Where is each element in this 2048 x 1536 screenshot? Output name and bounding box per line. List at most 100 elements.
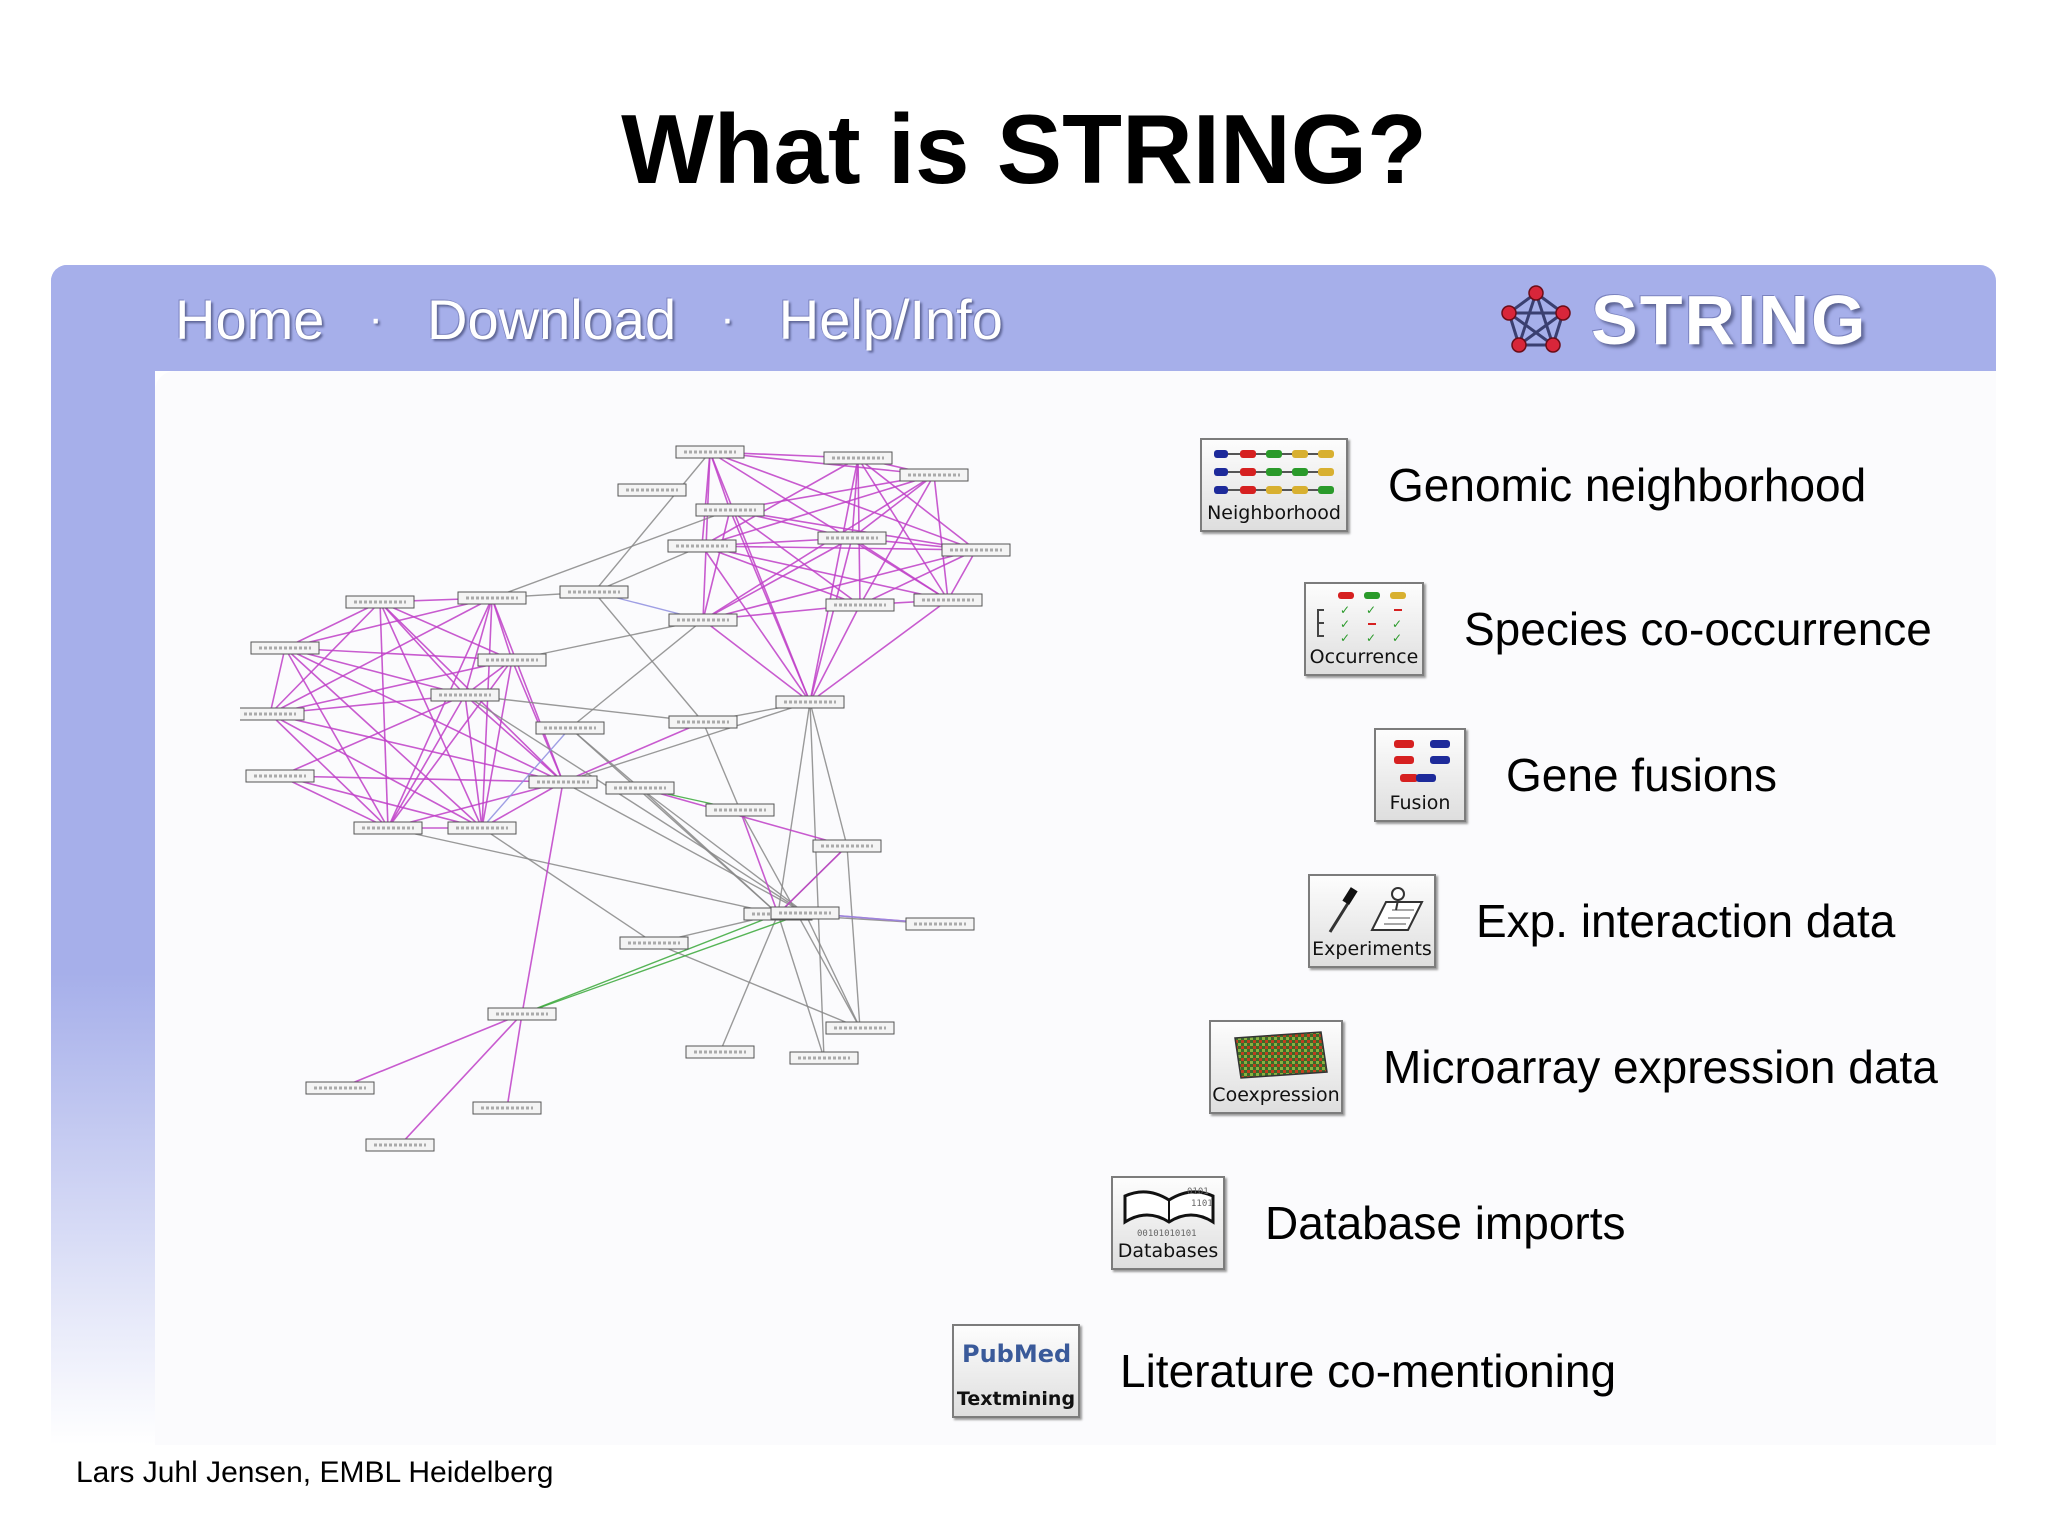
network-edge — [719, 913, 779, 1053]
network-edge — [284, 647, 483, 829]
network-edge — [339, 1013, 523, 1089]
network-edge — [639, 787, 848, 847]
network-edge — [702, 549, 977, 621]
network-edge — [859, 549, 977, 606]
evidence-neighborhood[interactable]: Neighborhood Genomic neighborhood — [1200, 438, 1866, 532]
network-edge — [851, 457, 859, 539]
network-edge — [521, 912, 806, 1015]
pubmed-logo: PubMed — [962, 1340, 1072, 1368]
network-edge — [702, 509, 731, 621]
string-logo-icon — [1501, 285, 1571, 353]
network-edge — [701, 545, 977, 551]
network-edge — [279, 775, 389, 829]
network-edge — [593, 451, 711, 593]
experiments-icon[interactable]: Experiments — [1308, 874, 1436, 968]
network-edge — [511, 659, 564, 783]
network-edge — [284, 647, 564, 783]
network-edge — [639, 787, 806, 914]
network-edge — [701, 545, 811, 703]
textmining-icon[interactable]: PubMed Textmining — [952, 1324, 1080, 1418]
databases-icon[interactable]: 0101 1101 00101010101 Databases — [1111, 1176, 1225, 1270]
experiments-icon-label: Experiments — [1312, 938, 1432, 960]
network-edge — [491, 509, 731, 599]
network-edge — [809, 701, 825, 1059]
nav-help-link[interactable]: Help/Info — [778, 287, 1003, 351]
string-brand[interactable]: STRING — [1499, 281, 1868, 359]
network-edge — [593, 545, 703, 593]
occurrence-icon[interactable]: ✓✓✓✓✓✓✓ Occurrence — [1304, 582, 1424, 676]
evidence-label: Database imports — [1265, 1197, 1626, 1249]
evidence-coexpression[interactable]: Coexpression Microarray expression data — [1209, 1020, 1938, 1114]
nav-download-link[interactable]: Download — [427, 287, 677, 351]
brand-name: STRING — [1591, 281, 1868, 359]
network-edge — [702, 619, 811, 703]
content-panel — [155, 371, 1996, 1445]
svg-text:0101: 0101 — [1187, 1187, 1209, 1197]
textmining-icon-label: Textmining — [956, 1388, 1076, 1410]
network-edge — [809, 604, 861, 703]
neighborhood-icon[interactable]: Neighborhood — [1200, 438, 1348, 532]
evidence-databases[interactable]: 0101 1101 00101010101 Databases Database i… — [1111, 1176, 1626, 1270]
network-edge — [387, 781, 564, 829]
network-edge — [933, 474, 949, 601]
network-edge — [284, 647, 389, 829]
network-edge — [481, 659, 513, 829]
network-edge — [284, 647, 466, 696]
network-edge — [846, 845, 861, 1029]
network-edge — [387, 597, 493, 829]
left-sidebar — [51, 265, 155, 1445]
network-edge — [284, 597, 493, 649]
svg-text:✓: ✓ — [1340, 617, 1350, 631]
network-edge — [777, 913, 825, 1059]
slide-footer: Lars Juhl Jensen, EMBL Heidelberg — [76, 1456, 554, 1489]
nav-separator: · — [368, 294, 384, 343]
network-edge — [947, 549, 977, 601]
databases-icon-label: Databases — [1117, 1240, 1219, 1262]
network-edge — [379, 601, 483, 829]
network-edge — [464, 597, 493, 696]
svg-text:1101: 1101 — [1191, 1199, 1213, 1209]
network-edge — [521, 913, 779, 1015]
network-edge — [387, 694, 466, 829]
svg-text:00101010101: 00101010101 — [1137, 1229, 1197, 1239]
svg-text:✓: ✓ — [1392, 631, 1402, 645]
network-edge — [481, 597, 493, 829]
evidence-label: Microarray expression data — [1383, 1041, 1938, 1093]
network-edge — [511, 619, 704, 661]
evidence-label: Gene fusions — [1506, 749, 1778, 801]
network-edge — [701, 545, 949, 601]
fusion-icon[interactable]: Fusion — [1374, 728, 1466, 822]
evidence-occurrence[interactable]: ✓✓✓✓✓✓✓ Occurrence Species co-occurrence — [1304, 582, 1932, 676]
evidence-label: Species co-occurrence — [1464, 603, 1932, 655]
evidence-experiments[interactable]: Experiments Exp. interaction data — [1308, 874, 1895, 968]
fusion-icon-label: Fusion — [1389, 792, 1451, 814]
network-edge — [279, 775, 483, 829]
coexpression-icon[interactable]: Coexpression — [1209, 1020, 1343, 1114]
nav-links: Home · Download · Help/Info — [175, 287, 1003, 351]
network-edge — [851, 474, 935, 539]
network-edge — [709, 451, 977, 551]
neighborhood-icon-label: Neighborhood — [1207, 502, 1341, 524]
network-edge — [729, 509, 977, 551]
network-edge — [481, 781, 564, 829]
evidence-textmining[interactable]: PubMed Textmining Literature co-mentioni… — [952, 1324, 1616, 1418]
network-edge — [809, 537, 853, 703]
coexpression-icon-label: Coexpression — [1212, 1084, 1340, 1106]
nav-separator: · — [720, 294, 735, 343]
svg-text:✓: ✓ — [1366, 631, 1376, 645]
network-edge — [521, 781, 564, 1015]
network-edge — [506, 1013, 523, 1109]
network-edge — [284, 647, 513, 661]
network-edge — [739, 809, 779, 915]
svg-text:✓: ✓ — [1340, 631, 1350, 645]
network-edge — [464, 694, 564, 783]
evidence-fusion[interactable]: Fusion Gene fusions — [1374, 728, 1777, 822]
network-edge — [562, 721, 704, 783]
network-edge — [702, 537, 853, 621]
network-edge — [562, 701, 811, 783]
nav-home-link[interactable]: Home — [175, 287, 325, 351]
network-edge — [809, 599, 949, 703]
network-edge — [702, 721, 741, 811]
network-edge — [279, 694, 466, 777]
network-edge — [804, 912, 861, 1029]
